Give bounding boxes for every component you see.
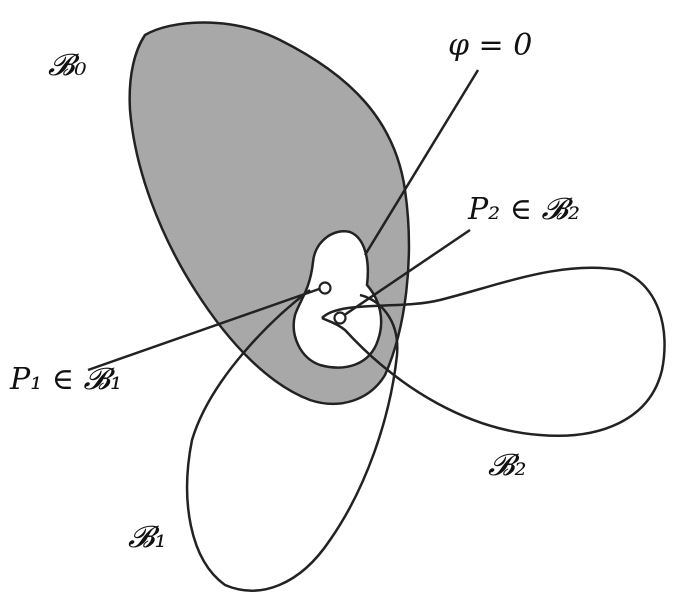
label-b2: 𝓑₂ [488,448,527,483]
label-p1: P₁ ∈ 𝓑₁ [10,362,122,397]
hole-region [292,229,383,369]
point-p2 [333,311,347,325]
point-p1 [318,281,332,295]
label-b0: 𝓑₀ [48,48,87,83]
p1-pointer-line [87,286,323,372]
label-phi-zero: φ = 0 [448,28,533,63]
p2-pointer-line [339,228,471,320]
label-p2: P₂ ∈ 𝓑₂ [468,192,580,227]
loop-b1 [185,289,399,592]
phi-zero-line [363,69,480,256]
label-b1: 𝓑₁ [128,520,167,555]
loop-b2 [321,266,666,437]
